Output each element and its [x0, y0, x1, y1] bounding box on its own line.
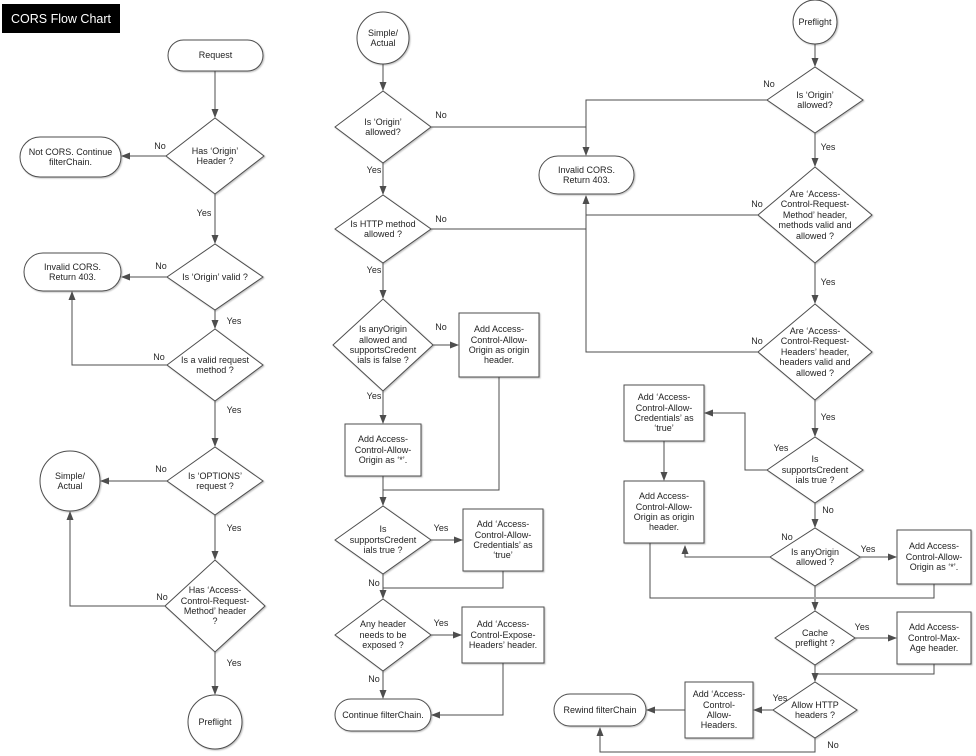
shape-has-origin-header [165, 117, 265, 195]
shape-preflight-left [187, 694, 243, 750]
shape-preflight-right [792, 0, 838, 45]
shape-invalid-cors-mid [538, 155, 635, 195]
shape-acrh-valid-allowed [757, 303, 873, 401]
shape-is-http-method-allowed [334, 194, 432, 264]
shape-is-supports-cred-mid [334, 505, 432, 575]
shape-simple-actual-mid [356, 11, 410, 65]
shape-add-acao-origin-right [623, 480, 705, 544]
arrow-supports-cred-right-yes [704, 409, 767, 471]
arrow-allow-headers-no [596, 727, 816, 753]
arrow-acrm-no [66, 511, 165, 607]
shape-is-supports-cred-right [766, 436, 864, 504]
shape-invalid-cors-left [23, 252, 122, 292]
line-max-age-out [816, 664, 935, 675]
line-acac-mid-out [383, 571, 504, 589]
shapes [19, 0, 972, 750]
shape-add-acao-star-right [896, 529, 972, 585]
line-acao-origin-mid-out [383, 377, 500, 491]
shape-valid-request-method [166, 328, 264, 402]
shape-is-options-request [166, 446, 264, 516]
shape-request [167, 39, 264, 72]
shape-acrm-valid-allowed [757, 166, 873, 264]
arrow-origin-allowed-right-no [582, 99, 767, 156]
shape-is-anyorigin-and-cred-false [332, 298, 434, 392]
shape-add-acac-true-right [623, 384, 705, 442]
shape-is-anyorigin-allowed [769, 527, 861, 587]
shape-any-header-exposed [334, 598, 432, 672]
shape-not-cors [19, 136, 122, 178]
arrow-valid-method-no [68, 291, 167, 366]
page-title: CORS Flow Chart [2, 4, 120, 33]
arrow-expose-headers-out [431, 663, 504, 719]
shape-add-acao-origin-mid [458, 312, 540, 378]
arrow-acrh-no [582, 195, 758, 353]
shape-add-ac-max-age [896, 611, 972, 665]
shape-is-origin-valid [166, 243, 264, 311]
line-acao-star-right-out [816, 584, 935, 599]
shape-allow-http-headers [772, 681, 858, 739]
line-acao-origin-right-out [649, 543, 814, 599]
shape-add-ac-expose-headers [461, 606, 545, 664]
connectors [66, 44, 935, 753]
shape-is-origin-allowed-mid [334, 90, 432, 164]
shape-rewind-filterchain [553, 693, 647, 727]
shape-add-ac-allow-headers [684, 681, 754, 739]
shape-simple-actual-left [39, 450, 101, 512]
arrow-anyorigin-right-no [681, 545, 770, 558]
shape-cache-preflight [774, 610, 856, 666]
shape-has-acrm-header [164, 559, 266, 653]
shape-is-origin-allowed-right [766, 66, 864, 134]
shape-continue-filterchain [334, 698, 432, 732]
shape-add-acac-true-mid [462, 508, 544, 572]
shape-add-acao-star-mid [344, 423, 422, 477]
